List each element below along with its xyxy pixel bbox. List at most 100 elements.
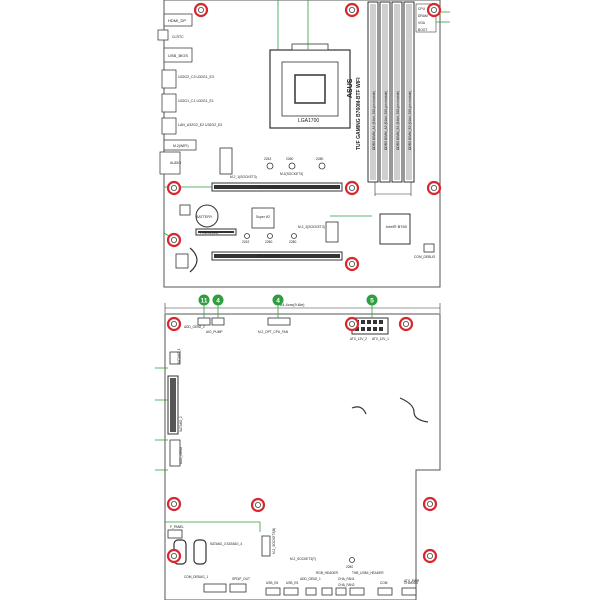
bottom-mounting-holes [166, 316, 438, 564]
rear-io-label: CLRTC [172, 35, 184, 39]
atx-pwr-label: ATX_PWR [404, 579, 420, 583]
callout-marker-number: 5 [370, 297, 374, 304]
fpanel-label: F_PANEL [170, 525, 184, 529]
pcie-slot-label: PCIEX16(G4) [258, 254, 280, 258]
socket-label: LGA1700 [298, 118, 319, 124]
sata-label: SATA6G_3 SATA6G_4 [210, 542, 242, 546]
callout-marker [272, 294, 284, 306]
header-label: ADD_GEN2_2 [184, 325, 205, 329]
sensor-label: 2242 [242, 240, 250, 244]
rear-io-label: M.2(WIFI) [173, 144, 189, 148]
dimm-label: DDR5 DIMM_A2 (64bit, 288-pin module) [384, 91, 388, 150]
left-header-label: SATA6G_2 [179, 416, 183, 432]
mounting-hole-center [348, 320, 355, 327]
bottom-label: USB_E5 [286, 581, 298, 585]
left-header-label: ADD_GEN2 [179, 447, 183, 464]
mounting-hole-center [348, 7, 355, 13]
com-debug-label: COM_DEBUG [414, 255, 436, 259]
led-label: VGA [418, 21, 426, 25]
header-label: ATX_12V_2 [350, 337, 367, 341]
bottom-label: THB_USB4_HEADER [352, 571, 384, 575]
pcie-slot-2: PCIEX16(G4) [211, 251, 343, 261]
super-io-label: Super I/O [256, 215, 271, 219]
mounting-hole-center [254, 501, 261, 508]
bottom-label: SPDIF_OUT [232, 577, 250, 581]
chipset-label: Intel® B760 [386, 224, 408, 229]
rear-io-label: U32G1_C1 U32G1_E1 [178, 99, 214, 103]
sensor-label: 2242 [264, 157, 272, 161]
header-label: ATX_12V_1 [372, 337, 389, 341]
mounting-hole-center [402, 320, 409, 327]
bottom-label: CHASSIS [404, 581, 418, 585]
dimm-label: DDR5 DIMM_B2 (64bit, 288-pin module) [408, 91, 412, 150]
callout-marker-number: 11 [201, 297, 208, 304]
m2-mid-label: M.2_2(SOCKET3) [298, 225, 325, 229]
led-label: DRAM [418, 14, 428, 18]
rear-io-label: HDMI_DP [168, 18, 186, 23]
dimm-label: DDR5 DIMM_B1 (64bit, 288-pin module) [396, 91, 400, 150]
brand-logo: ASUS [347, 78, 354, 98]
pcie-slot-label: PCIEX16(G5) [258, 185, 280, 189]
top-board: HDMI_DP CLRTC USB_BIOS U32G2_C3 U32G1_E3… [157, 0, 450, 288]
rear-io-label: U32G2_C3 U32G1_E3 [178, 75, 214, 79]
bottom-label: CHA_FAN2 [338, 583, 355, 587]
battery-label: BATTERY [196, 215, 213, 219]
rear-io-label: LAN_U32G2_E2 U32G2_E2 [178, 123, 222, 127]
callout-marker-number: 4 [276, 297, 280, 304]
mounting-hole-center [170, 184, 177, 191]
header-label: AIO_PUMP [206, 330, 222, 334]
m2-top-sub-label: M.2(SOCKET3) [280, 172, 303, 176]
rear-io-label: AUDIO [170, 161, 181, 165]
mounting-hole-center [170, 553, 177, 560]
sensor-label: 2260 [286, 157, 294, 161]
mounting-hole-center [348, 260, 355, 267]
led-label: BOOT [418, 28, 427, 32]
rear-io: HDMI_DP CLRTC USB_BIOS U32G2_C3 U32G1_E3… [157, 13, 222, 175]
bottom-label: ADD_GEN2_1 [300, 577, 321, 581]
callout-marker [366, 294, 378, 306]
bottom-label: RGB_HEADER [316, 571, 339, 575]
sensor-label: 2260 [265, 240, 273, 244]
mounting-hole-center [197, 7, 204, 13]
left-header-label: SATA6G_1 [177, 348, 181, 364]
pcie-slot-1: PCIEX16(G5) [211, 182, 343, 192]
m2-bottom-label: M.2_SOCKET3(T) [290, 557, 316, 561]
sensor-label: 2280 [316, 157, 324, 161]
chipset [379, 213, 411, 245]
com-debug-1-label: COM_DEBUG_1 [184, 575, 208, 579]
header-label: M.2_OPT_CPU_FAN [258, 330, 289, 334]
bottom-board-outline [164, 313, 441, 600]
mounting-hole-center [430, 184, 437, 191]
rear-io-label: USB_BIOS [168, 53, 188, 58]
bottom-label: CHA_FAN1 [338, 577, 355, 581]
callout-marker [198, 294, 210, 306]
dimm-label: DDR5 DIMM_A1 (64bit, 288-pin module) [372, 91, 376, 150]
mounting-hole-center [170, 236, 177, 243]
m2-top-label: M.2_1(SOCKET3) [230, 175, 257, 179]
mounting-hole-center [426, 553, 433, 560]
callout-markers: 11 4 4 5 [198, 294, 378, 318]
bottom-connectors [203, 583, 417, 596]
m2-bottom-label: M.2_SOCKET3(B) [272, 528, 276, 554]
bottom-label: COM [380, 581, 388, 585]
callout-marker-number: 4 [216, 297, 220, 304]
callout-marker [212, 294, 224, 306]
led-label: CPU [418, 7, 426, 11]
top-mounting-holes [166, 2, 442, 272]
bottom-label: USB_E6 [266, 581, 278, 585]
width-dimension: 24.4cm(9.6in) [280, 302, 305, 307]
mounting-hole-center [426, 500, 433, 507]
board-name: TUF GAMING B760M-BTF WIFI [356, 77, 362, 150]
mounting-hole-center [430, 7, 437, 13]
mounting-hole-center [170, 320, 177, 327]
dimm-slots: DDR5 DIMM_A1 (64bit, 288-pin module) DDR… [367, 1, 415, 183]
m2-size-label: 2280 [346, 565, 353, 569]
mounting-hole-center [348, 184, 355, 191]
m2-top-slot [219, 147, 233, 175]
sensor-label: 2280 [289, 240, 297, 244]
pcie-x1-label: PCIEX1(G4) [200, 231, 218, 235]
mounting-hole-center [170, 500, 177, 507]
cpu-socket: LGA1700 [269, 43, 351, 129]
